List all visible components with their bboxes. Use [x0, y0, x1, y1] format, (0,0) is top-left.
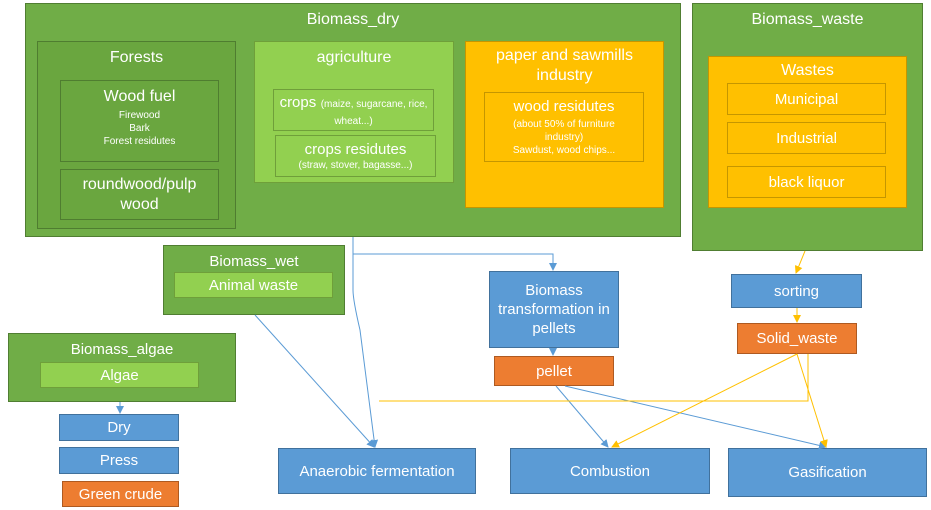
wood-fuel-box: Wood fuel Firewood Bark Forest residutes: [60, 80, 219, 162]
gasification-box: Gasification: [728, 448, 927, 497]
press-label: Press: [99, 452, 139, 469]
dry-box: Dry: [59, 414, 179, 441]
green-crude-box: Green crude: [62, 481, 179, 507]
wet-to-anaerobic-arrow: [254, 314, 375, 448]
solid-waste-to-combustion-arrow: [611, 353, 798, 448]
crops-line: crops (maize, sugarcane, rice, wheat...): [274, 93, 433, 128]
wood-residues-box: wood residutes (about 50% of furniture i…: [484, 92, 644, 162]
crops-detail: (maize, sugarcane, rice, wheat...): [320, 98, 428, 127]
wood-fuel-item: Bark: [129, 123, 150, 134]
roundwood-box: roundwood/pulp wood: [60, 169, 219, 220]
wood-residues-detail: (about 50% of furniture industry): [513, 119, 615, 143]
crops-title: crops: [279, 93, 317, 111]
biomass-waste-title: Biomass_waste: [751, 11, 864, 28]
wood-fuel-item: Firewood: [118, 110, 161, 121]
waste-item-industrial: Industrial: [727, 122, 886, 154]
crops-box: crops (maize, sugarcane, rice, wheat...): [273, 89, 434, 131]
waste-item-label: Industrial: [776, 129, 837, 147]
crops-residues-box: crops residutes (straw, stover, bagasse.…: [275, 135, 436, 177]
biomass-algae-title: Biomass_algae: [70, 341, 174, 358]
dry-label: Dry: [107, 419, 131, 436]
forests-title: Forests: [109, 49, 164, 66]
pellet-to-combustion-arrow: [555, 385, 609, 448]
roundwood-label: roundwood/pulp wood: [82, 175, 197, 213]
wastes-title: Wastes: [781, 62, 834, 79]
algae-box: Algae: [40, 362, 199, 388]
sorting-box: sorting: [731, 274, 862, 308]
waste-to-sorting-arrow: [794, 250, 806, 274]
crops-residues-detail: (straw, stover, bagasse...): [298, 160, 413, 171]
dry-to-anaerobic-arrow: [352, 237, 379, 448]
wood-residues-detail-2: Sawdust, wood chips...: [512, 145, 616, 156]
combustion-box: Combustion: [510, 448, 710, 494]
animal-waste-box: Animal waste: [174, 272, 333, 298]
biomass-dry-title: Biomass_dry: [306, 11, 400, 28]
dry-to-pellets-arrow: [353, 253, 557, 271]
algae-label: Algae: [100, 366, 139, 384]
pellets-transformation-label: Biomass transformation in pellets: [498, 282, 610, 337]
solid-waste-label: Solid_waste: [756, 330, 838, 347]
sorting-label: sorting: [773, 282, 820, 300]
anaerobic-fermentation-box: Anaerobic fermentation: [278, 448, 476, 494]
solid-waste-box: Solid_waste: [737, 323, 857, 354]
pellet-box: pellet: [494, 356, 614, 386]
waste-item-municipal: Municipal: [727, 83, 886, 115]
waste-item-black-liquor: black liquor: [727, 166, 886, 198]
press-box: Press: [59, 447, 179, 474]
crops-residues-title: crops residutes: [304, 141, 407, 158]
biomass-wet-title: Biomass_wet: [209, 253, 299, 270]
pellet-label: pellet: [536, 362, 572, 380]
combustion-label: Combustion: [569, 462, 651, 480]
pellet-to-gasification-arrow: [564, 385, 827, 450]
wood-residues-title: wood residutes: [513, 98, 615, 115]
waste-item-label: black liquor: [768, 173, 845, 191]
green-crude-label: Green crude: [78, 485, 163, 503]
animal-waste-label: Animal waste: [208, 276, 299, 294]
gasification-label: Gasification: [788, 464, 867, 481]
solid-waste-to-gasification-arrow: [796, 353, 828, 448]
agriculture-title: agriculture: [316, 49, 392, 66]
wood-fuel-item: Forest residutes: [103, 136, 176, 147]
wood-fuel-title: Wood fuel: [103, 88, 176, 105]
pellets-transformation-box: Biomass transformation in pellets: [489, 271, 619, 348]
paper-industry-title: paper and sawmills industry: [496, 47, 633, 84]
waste-item-label: Municipal: [774, 90, 839, 108]
anaerobic-fermentation-label: Anaerobic fermentation: [299, 462, 455, 480]
